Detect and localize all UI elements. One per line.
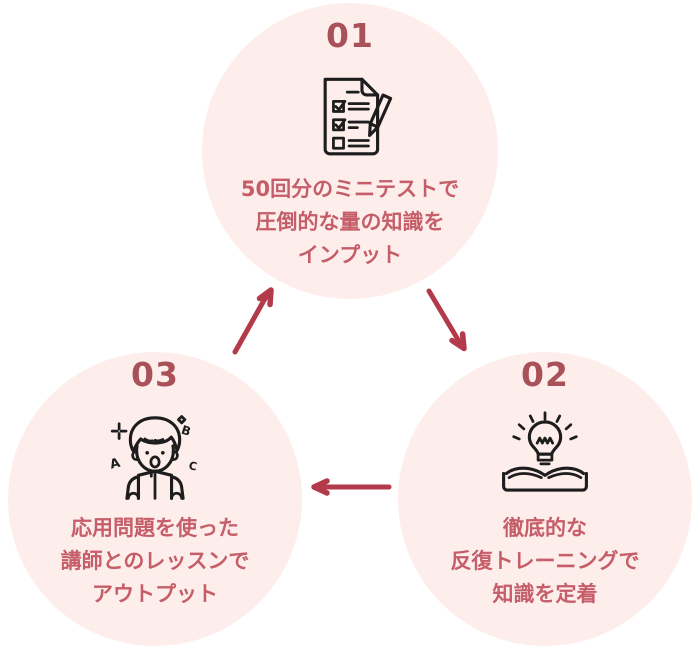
step-description-line: インプット [297,243,403,267]
lightbulb-book-icon [492,410,598,502]
step-description-line: 反復トレーニングで [450,549,640,573]
step-description-line: アウトプット [91,582,218,606]
arrow-02-to-03 [311,478,392,496]
step-description-line: 応用問題を使った [70,516,239,540]
step-description: 応用問題を使った 講師とのレッスンで アウトプット [61,512,250,611]
step-description-line: 徹底的な [503,516,587,540]
icon-letter-b: B [180,423,193,439]
step-circle-03: 03 A B C 応用問題を使った [8,352,302,646]
step-number: 03 [131,355,179,394]
step-description-line: 講師とのレッスンで [60,549,250,573]
step-number: 02 [521,355,569,394]
arrow-03-to-01 [232,287,274,355]
step-description: 徹底的な 反復トレーニングで 知識を定着 [451,512,640,611]
step-circle-02: 02 徹底的な 反復トレーニングで 知識を定着 [398,352,692,646]
step-circle-01: 01 50回分のミニテストで 圧倒的な量 [202,3,498,299]
step-description-line: 50回分のミニテストで [240,177,460,201]
checklist-icon [297,71,403,163]
arrow-01-to-02 [426,288,467,352]
step-description: 50回分のミニテストで 圧倒的な量の知識を インプット [241,173,459,272]
icon-letter-c: C [188,459,198,473]
step-description-line: 知識を定着 [492,582,598,606]
icon-letter-a: A [108,456,121,473]
step-number: 01 [326,16,374,55]
speaking-person-icon: A B C [102,410,208,502]
step-description-line: 圧倒的な量の知識を [255,210,445,234]
